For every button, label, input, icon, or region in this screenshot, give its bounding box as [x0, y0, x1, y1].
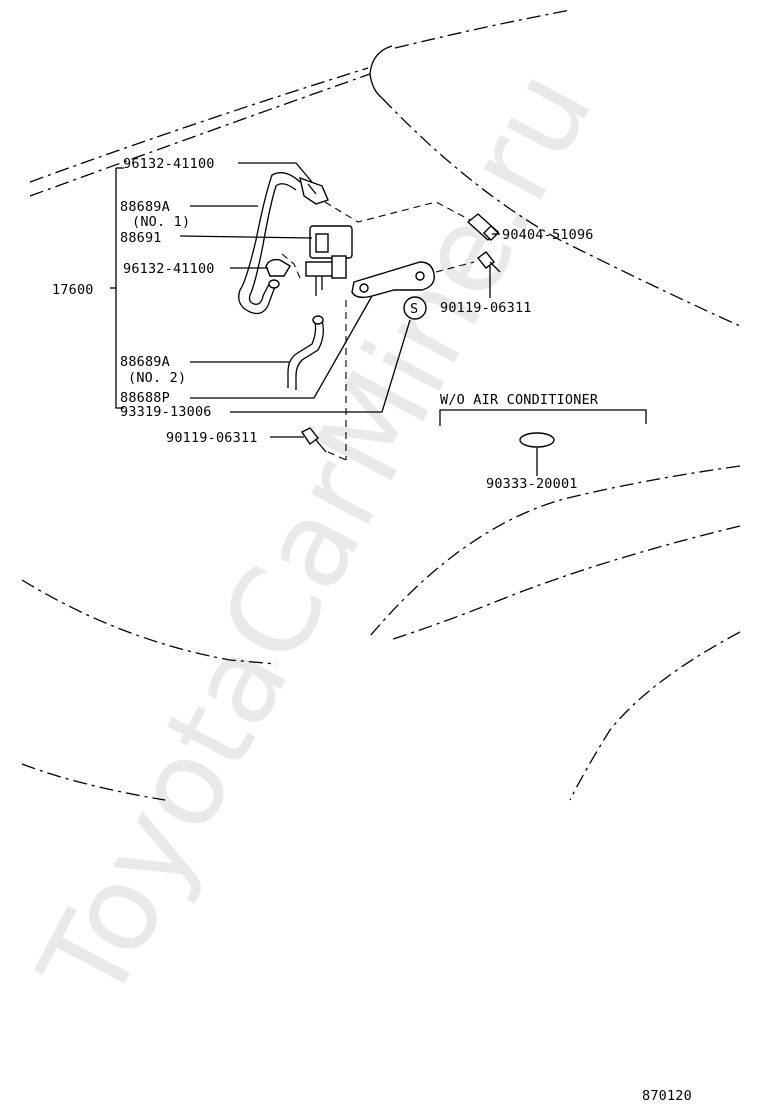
- hose-no2: [287, 315, 324, 390]
- leader-lines: [110, 162, 647, 476]
- bolt-left-icon: [300, 427, 327, 453]
- assembly-number-label: 17600: [52, 282, 94, 298]
- label-hose-no1-note: (NO. 1): [132, 214, 190, 230]
- label-screw: 93319-13006: [120, 404, 212, 420]
- label-hose-no1-part: 88689A: [120, 199, 170, 215]
- clamp-lower-icon: [265, 258, 291, 277]
- bracket-icon: [351, 261, 435, 299]
- label-bolt-left: 90119-06311: [166, 430, 258, 446]
- grommet-icon: [519, 432, 555, 448]
- label-bolt-right: 90119-06311: [440, 300, 532, 316]
- label-grommet: 90333-20001: [486, 476, 578, 492]
- label-clamp-lower: 96132-41100: [123, 261, 215, 277]
- label-union-bolt: 90404-51096: [502, 227, 594, 243]
- bolt-right-icon: [477, 251, 501, 273]
- vsv-valve-icon: [305, 225, 353, 296]
- clamp-upper-icon: [299, 176, 329, 205]
- installation-lines: [281, 201, 475, 461]
- label-hose-no2-note: (NO. 2): [128, 370, 186, 386]
- label-clamp-upper: 96132-41100: [123, 156, 215, 172]
- diagram-code: 870120: [642, 1088, 692, 1104]
- label-bracket: 88688P: [120, 390, 170, 406]
- label-vsv: 88691: [120, 230, 162, 246]
- union-bolt-icon: [466, 213, 500, 242]
- hose-no1: [238, 172, 301, 315]
- s-mark-icon: S: [403, 296, 427, 320]
- part-labels: 17600 96132-41100 88689A (NO. 1) 88691 9…: [52, 156, 692, 1104]
- label-condition-title: W/O AIR CONDITIONER: [440, 392, 599, 408]
- body-outline: [21, 9, 741, 801]
- label-hose-no2-part: 88689A: [120, 354, 170, 370]
- s-mark-text: S: [410, 301, 418, 317]
